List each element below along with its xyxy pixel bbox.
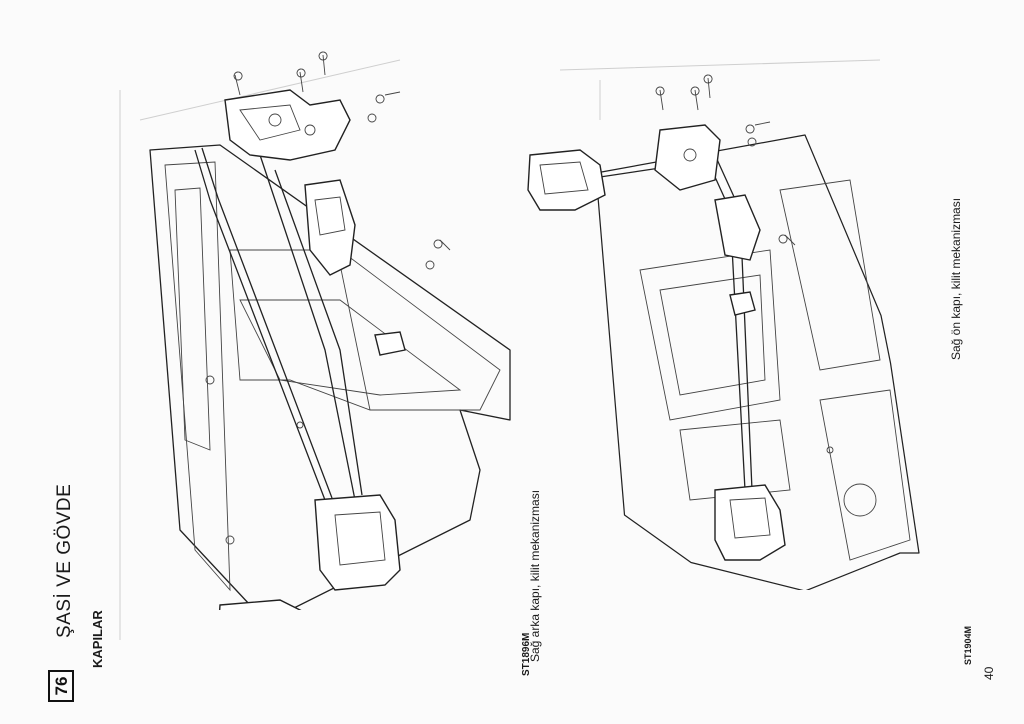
rod-clip [374, 331, 406, 356]
lock-rod-1 [194, 149, 326, 501]
door-panel-outline-2 [595, 134, 920, 590]
exterior-door-handle [218, 599, 302, 610]
subsection-title: KAPILAR [90, 610, 105, 668]
exterior-door-handle-2 [527, 149, 606, 211]
page-number: 40 [982, 666, 996, 680]
door-latch-2 [654, 124, 721, 191]
lock-rod-3 [259, 154, 356, 501]
lock-rod-4 [274, 169, 363, 496]
door-panel-outline [149, 144, 511, 610]
front-door-lock-diagram [527, 74, 920, 590]
figure-2-caption: Sağ ön kapı, kilit mekanizması [949, 197, 963, 360]
section-number-box [48, 670, 74, 702]
rod-clip-2 [729, 291, 756, 316]
screw-set-2 [655, 74, 796, 246]
lock-actuator [304, 179, 356, 276]
lock-rod-2 [201, 147, 333, 499]
door-latch [224, 89, 351, 161]
inner-door-handle [314, 494, 401, 591]
figure-2-code: ST1904M [963, 625, 973, 665]
inner-door-handle-2 [714, 484, 786, 561]
section-title: ŞASİ VE GÖVDE [54, 483, 75, 638]
rear-door-lock-diagram [149, 51, 511, 610]
screw-set-1 [233, 51, 451, 270]
section-number: 76 [52, 676, 71, 696]
lock-actuator-2 [714, 194, 761, 261]
